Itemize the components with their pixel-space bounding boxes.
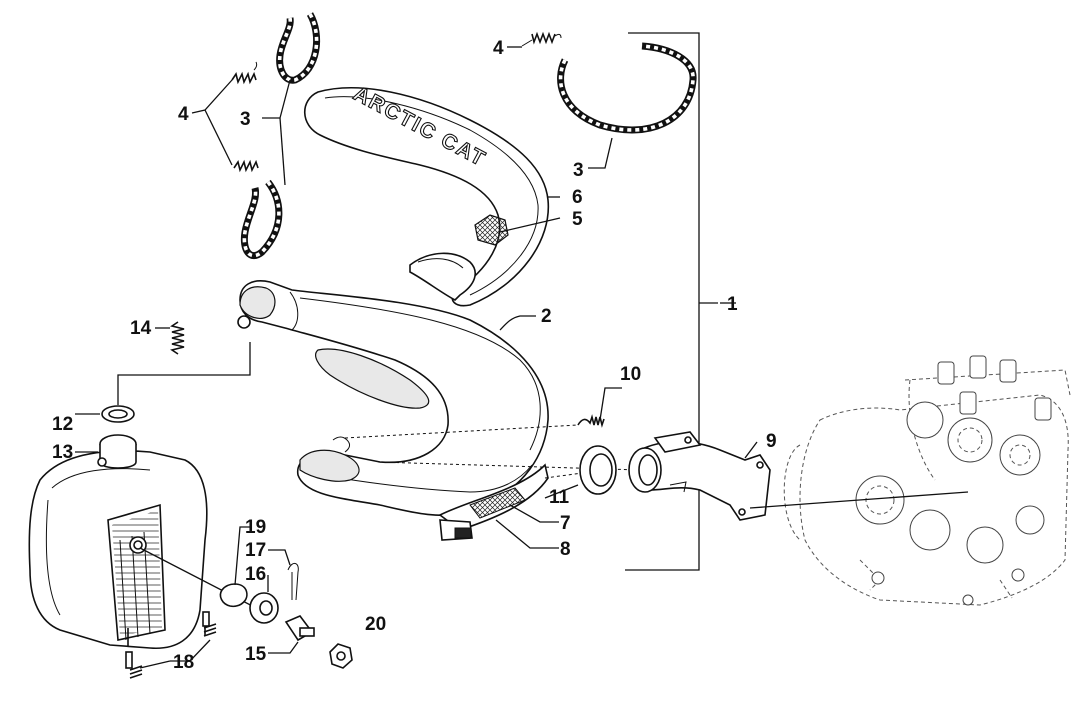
callout-19: 19	[245, 517, 266, 538]
springs-eighteen	[129, 623, 217, 679]
muffler	[28, 434, 210, 669]
callout-6: 6	[572, 187, 583, 208]
spring-left-bottom	[233, 159, 259, 173]
callout-11: 11	[549, 487, 570, 508]
callout-18: 18	[173, 652, 194, 673]
callout-15: 15	[245, 644, 267, 665]
cotter-pin-seventeen	[287, 563, 299, 601]
callout-12: 12	[52, 414, 73, 435]
exhaust-manifold	[628, 431, 771, 521]
seal-ring	[579, 445, 617, 495]
callouts: 1 2 3 3 4 4 5 6 7 8 9 10 11 12 13 14 15 …	[52, 38, 777, 673]
spring-fourteen	[170, 321, 185, 355]
nut-twenty	[329, 643, 353, 669]
callout-20: 20	[365, 614, 386, 635]
dashed-guide-10	[344, 424, 579, 439]
callout-1: 1	[727, 294, 738, 315]
callout-2: 2	[541, 306, 552, 327]
callout-5: 5	[572, 209, 583, 230]
leader-lines	[75, 46, 758, 669]
callout-16: 16	[245, 564, 266, 585]
chain-band-left-top	[276, 12, 321, 84]
leader-manifold-engine	[749, 491, 969, 509]
fitting-fifteen	[284, 615, 315, 642]
assembly-bracket	[625, 32, 718, 571]
engine-block	[783, 355, 1071, 606]
chain-band-left-bottom	[240, 179, 283, 260]
callout-13: 13	[52, 442, 73, 463]
callout-17: 17	[245, 540, 266, 561]
callout-8: 8	[560, 539, 571, 560]
callout-4b: 4	[493, 38, 504, 59]
callout-10: 10	[620, 364, 641, 385]
grommet-sixteen	[249, 592, 279, 624]
gasket-nineteen	[219, 583, 248, 608]
callout-4a: 4	[178, 104, 189, 125]
callout-9: 9	[766, 431, 777, 452]
decal-patch	[474, 214, 509, 246]
gasket-twelve	[101, 405, 135, 423]
callout-14: 14	[130, 318, 152, 339]
callout-3b: 3	[573, 160, 584, 181]
callout-3a: 3	[240, 109, 251, 130]
spring-ten	[577, 414, 605, 428]
expansion-chamber	[237, 280, 549, 541]
spring-left-top	[231, 61, 258, 85]
callout-7: 7	[560, 513, 571, 534]
chain-band-right	[557, 42, 697, 134]
spring-upper-right	[521, 31, 562, 47]
heat-shield-cover: ARCTIC CAT	[304, 82, 550, 307]
